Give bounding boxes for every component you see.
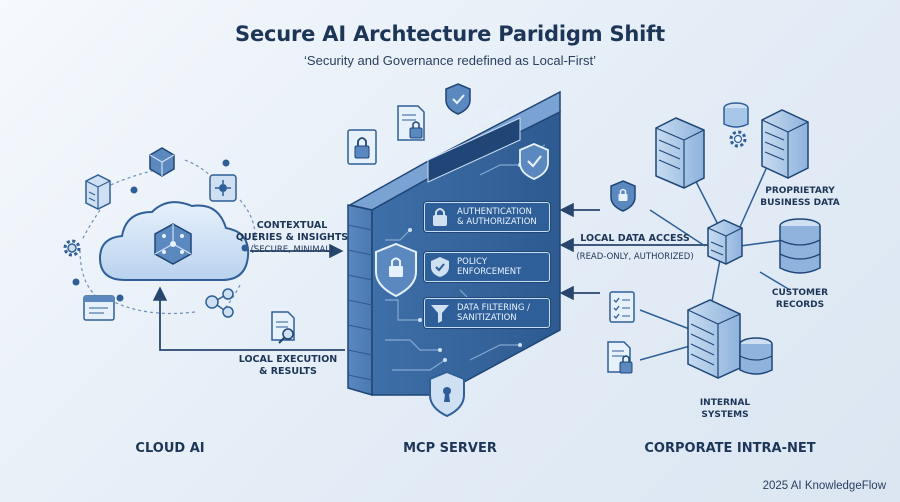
browser-window-icon xyxy=(83,295,115,321)
local-exec-line2: & RESULTS xyxy=(259,366,317,377)
panel-policy-line2: ENFORCEMENT xyxy=(457,267,522,277)
doc-lock-icon xyxy=(607,341,633,374)
cylinder-icon xyxy=(723,102,749,128)
document-search-icon xyxy=(271,311,295,344)
bottom-shield-icon xyxy=(429,370,465,418)
padlock-card-icon xyxy=(347,129,377,165)
panel-filter-line2: SANITIZATION xyxy=(457,313,517,323)
queries-line1: CONTEXTUAL xyxy=(256,220,328,231)
page-title: Secure AI Archtecture Paridigm Shift xyxy=(235,22,665,46)
arrow-local-exec xyxy=(152,286,345,351)
wall-shield-icon xyxy=(375,242,417,298)
mcp-server-sign xyxy=(427,117,521,183)
local-data-line2: (READ-ONLY, AUTHORIZED) xyxy=(576,252,694,262)
funnel-icon xyxy=(431,305,449,323)
server-tower-icon xyxy=(655,117,705,189)
customer-line1: CUSTOMER xyxy=(771,288,829,298)
checklist-icon xyxy=(609,291,635,323)
label-proprietary: PROPRIETARY BUSINESS DATA xyxy=(748,185,852,209)
floating-shield-icon xyxy=(445,83,471,115)
section-mcp-server: MCP SERVER xyxy=(403,441,497,456)
internal-line1: INTERNAL xyxy=(699,398,751,408)
server-tower-2-icon xyxy=(761,109,809,179)
customer-line2: RECORDS xyxy=(775,300,825,310)
local-data-line1: LOCAL DATA ACCESS xyxy=(580,233,690,244)
wall-shield-check-icon xyxy=(519,143,549,180)
panel-auth-line2: & AUTHORIZATION xyxy=(457,217,537,227)
label-queries: CONTEXTUAL QUERIES & INSIGHTS (SECURE, M… xyxy=(236,220,348,256)
queries-line2: QUERIES & INSIGHTS xyxy=(235,232,349,243)
gear-icon xyxy=(63,239,81,257)
proprietary-line1: PROPRIETARY xyxy=(765,186,835,196)
label-internal: INTERNAL SYSTEMS xyxy=(690,397,760,421)
molecule-icon xyxy=(205,288,234,318)
label-local-exec: LOCAL EXECUTION & RESULTS xyxy=(238,354,338,378)
corp-shield-icon xyxy=(610,180,636,212)
section-cloud-ai: CLOUD AI xyxy=(135,441,205,456)
panel-policy-line1: POLICY xyxy=(457,257,488,267)
label-customer: CUSTOMER RECORDS xyxy=(760,287,840,311)
footer-credit: 2025 AI KnowledgeFlow xyxy=(762,480,886,492)
corp-gear-icon xyxy=(729,130,747,148)
network-box-icon xyxy=(209,174,237,202)
label-local-data: LOCAL DATA ACCESS (READ-ONLY, AUTHORIZED… xyxy=(570,233,700,263)
proprietary-line2: BUSINESS DATA xyxy=(760,198,840,208)
cloud-ai-cluster xyxy=(63,147,256,321)
internal-line2: SYSTEMS xyxy=(701,410,749,420)
node-dot-icon xyxy=(72,159,249,302)
panel-authentication: AUTHENTICATION& AUTHORIZATION xyxy=(424,202,550,232)
server-stack-icon xyxy=(85,174,111,210)
server-rack-icon xyxy=(687,299,741,379)
cube-icon xyxy=(149,147,175,177)
queries-line3: (SECURE, MINIMAL) xyxy=(250,245,334,255)
small-server-icon xyxy=(707,219,743,265)
cylinder-stack-icon xyxy=(739,337,773,375)
database-icon xyxy=(779,218,821,274)
local-exec-line1: LOCAL EXECUTION xyxy=(238,354,338,365)
cloud-icon xyxy=(98,201,250,281)
document-lock-icon xyxy=(397,105,425,141)
shield-icon xyxy=(431,257,449,277)
panel-filtering: DATA FILTERING /SANITIZATION xyxy=(424,298,550,328)
panel-filter-line1: DATA FILTERING / xyxy=(457,303,531,313)
lock-icon xyxy=(433,208,447,226)
section-corporate: CORPORATE INTRA-NET xyxy=(644,441,816,456)
panel-auth-line1: AUTHENTICATION xyxy=(457,207,532,217)
page-subtitle: ‘Security and Governance redefined as Lo… xyxy=(304,53,596,68)
